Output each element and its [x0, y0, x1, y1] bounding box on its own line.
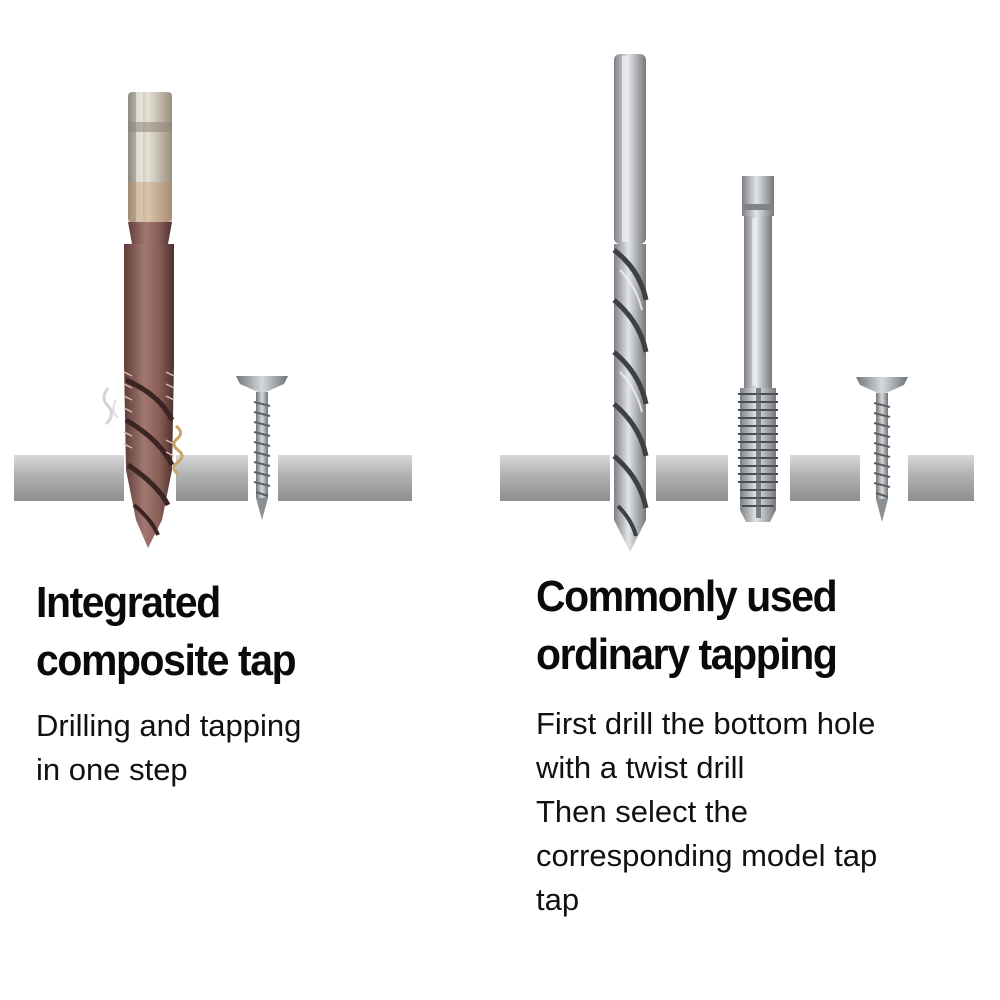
bar-icon	[500, 455, 974, 501]
left-title-line-2: composite tap	[36, 636, 297, 685]
machine-tap-icon	[738, 176, 778, 522]
left-desc-line-2: in one step	[36, 752, 188, 787]
screw-icon	[236, 376, 288, 520]
right-desc-line-1: First drill the bottom hole	[536, 706, 876, 741]
ordinary-tapping-illustration	[500, 54, 974, 552]
composite-tap-icon	[102, 92, 184, 548]
bar-icon	[14, 455, 412, 501]
screw-icon	[856, 377, 908, 522]
left-panel: Integrated composite tap Drilling and ta…	[0, 0, 480, 1000]
left-description: Drilling and tapping in one step	[36, 704, 301, 792]
right-desc-line-2: with a twist drill	[536, 750, 745, 785]
right-desc-line-5: tap	[536, 882, 580, 917]
left-title: Integrated composite tap	[36, 574, 297, 690]
right-description: First drill the bottom hole with a twist…	[536, 702, 877, 922]
right-desc-line-4: corresponding model tap	[536, 838, 878, 873]
composite-tap-illustration	[14, 92, 412, 548]
right-panel: Commonly used ordinary tapping First dri…	[480, 0, 1000, 1000]
right-desc-line-3: Then select the	[536, 794, 748, 829]
left-title-line-1: Integrated	[36, 578, 221, 627]
right-title-line-1: Commonly used	[536, 572, 838, 621]
right-title: Commonly used ordinary tapping	[536, 568, 838, 684]
left-desc-line-1: Drilling and tapping	[36, 708, 302, 743]
right-title-line-2: ordinary tapping	[536, 630, 838, 679]
twist-drill-icon	[612, 54, 649, 552]
